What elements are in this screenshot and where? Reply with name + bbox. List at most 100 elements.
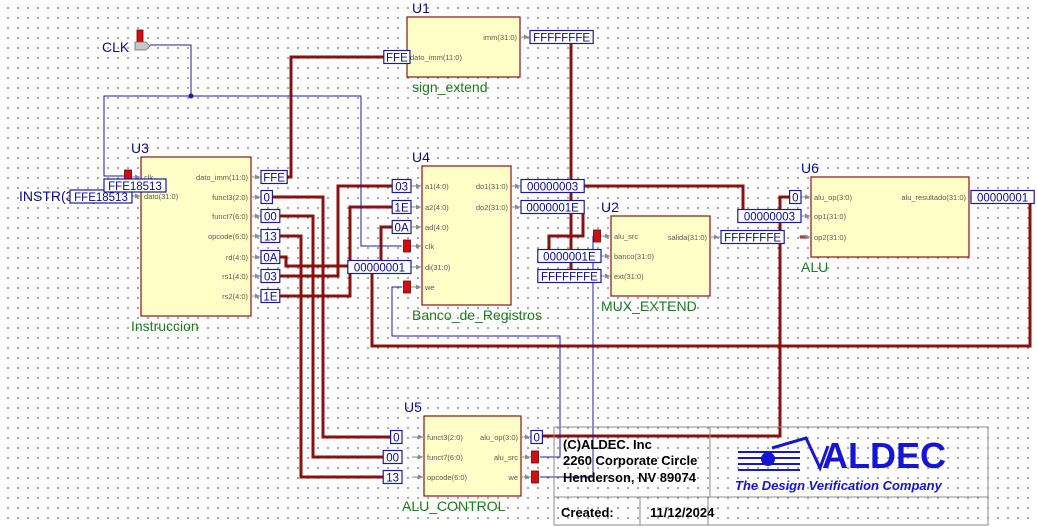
label-u3-out-6-text: 1E: [263, 292, 277, 304]
label-u3-out-4-text: 0A: [263, 253, 277, 265]
block-u4-body[interactable]: [421, 165, 512, 306]
bus-wires: [268, 35, 1032, 479]
label-u3-out-2-text: 00: [264, 212, 277, 224]
label-u5-in-0: 0: [390, 429, 403, 445]
label-u1-in-0-text: FFE: [386, 53, 408, 65]
created-date: 11/12/2024: [650, 505, 715, 520]
pin-u4-in-5: we: [424, 283, 435, 292]
clk-junction: [188, 93, 194, 99]
label-u1-out-0: FFFFFFFE: [529, 29, 594, 45]
wire-opcode: [276, 234, 387, 479]
created-label: Created:: [561, 505, 614, 520]
pin-u6-in-1: op1(31:0): [814, 212, 847, 221]
block-u1-instance: U1: [412, 0, 430, 16]
pin-u2-in-2: ext(31:0): [614, 272, 644, 281]
label-u4-in-4: 00000001: [347, 259, 412, 275]
pin-u4-in-3: clk: [425, 242, 434, 251]
label-u5-in-2: 13: [382, 469, 403, 485]
wire-alu-src: [540, 236, 594, 478]
pin-u3-in-1: dato(31:0): [144, 192, 179, 201]
signal-wires: [103, 44, 594, 478]
pin-u4-in-0: a1(4:0): [425, 182, 449, 191]
pin-u4-out-1: do2(31:0): [476, 203, 509, 212]
label-u3-out-3-text: 13: [264, 232, 277, 244]
instr-display-value-text: FFE18513: [108, 181, 162, 193]
wire-rd: [276, 225, 397, 268]
label-u4-in-1: 1E: [391, 199, 412, 215]
block-u2-name: MUX_EXTEND: [601, 298, 697, 314]
block-u3-instance: U3: [131, 140, 149, 156]
block-u6-body[interactable]: [810, 176, 970, 258]
pin-u5-in-1: funct7(6:0): [427, 453, 463, 462]
block-u2[interactable]: U2MUX_EXTENDalu_srcbanco(31:0)ext(31:0)s…: [599, 199, 720, 314]
pin-u3-out-6: rs2(4:0): [222, 292, 248, 301]
pin-u3-out-0: dato_imm(11:0): [196, 173, 248, 182]
wire-dato-imm: [286, 55, 388, 179]
block-u4-name: Banco_de_Registros: [412, 307, 542, 323]
title-block: (C)ALDEC. Inc 2260 Corporate Circle Hend…: [553, 426, 989, 526]
label-u2-in-1-text: 0000001E: [543, 252, 596, 264]
pin-u3-out-4: rd(4:0): [226, 253, 249, 262]
label-u4-in-2-text: 0A: [395, 223, 409, 235]
block-u1-body[interactable]: [406, 16, 521, 78]
label-u1-in-0: FFE: [383, 49, 411, 65]
wire-imm: [569, 35, 592, 186]
label-u3-out-0: FFE: [260, 169, 288, 185]
pin-u6-in-2: op2(31:0): [814, 233, 847, 242]
label-u2-out-0: FFFFFFFE: [720, 229, 785, 245]
wire-alu-op: [541, 195, 792, 438]
pin-u4-in-4: di(31:0): [425, 263, 451, 272]
pin-u2-out-0: salida(31:0): [668, 233, 708, 242]
block-u6[interactable]: U6ALUalu_op(3:0)op1(31:0)op2(31:0)alu_re…: [799, 160, 979, 275]
block-u5-body[interactable]: [423, 415, 522, 497]
block-u6-instance: U6: [801, 160, 819, 176]
block-u5[interactable]: U5ALU_CONTROLfunct3(2:0)funct7(6:0)opcod…: [402, 399, 531, 514]
instr-display-value[interactable]: FFE18513: [103, 178, 167, 193]
label-u3-out-3: 13: [260, 228, 281, 244]
aldec-logo-text: ALDEC: [822, 435, 946, 476]
block-u3[interactable]: U3Instruccionclkdato(31:0)dato_imm(11:0)…: [129, 140, 261, 334]
title-block-frame: [553, 426, 989, 526]
pin-u3-out-1: funct3(2:0): [212, 193, 248, 202]
block-u6-name: ALU: [801, 259, 828, 275]
block-u5-instance: U5: [404, 399, 422, 415]
label-u5-out-0: 0: [530, 429, 543, 445]
wire-we: [391, 286, 561, 458]
pin-u5-out-0: alu_op(3:0): [480, 433, 518, 442]
pin-u5-in-0: funct3(2:0): [427, 433, 463, 442]
blocks-layer: U1sign_extenddato_imm(11:0)imm(31:0)FFEF…: [124, 0, 1035, 514]
label-u6-in-1-text: 00000003: [744, 212, 795, 224]
company-line2: 2260 Corporate Circle: [563, 453, 697, 468]
instr-shadow-value: FFE18513: [69, 189, 133, 204]
port-u4-we: [403, 280, 411, 294]
block-u4[interactable]: U4Banco_de_Registrosa1(4:0)a2(4:0)ad(4:0…: [410, 149, 542, 323]
aldec-tagline: The Design Verification Company: [735, 478, 943, 493]
label-u6-out-0: 00000001: [970, 189, 1035, 205]
aldec-logo-icon: [738, 436, 830, 472]
clk-input-port-icon[interactable]: [134, 41, 151, 51]
pin-u3-out-3: opcode(6:0): [208, 232, 249, 241]
clk-stimulus-marker[interactable]: [136, 29, 144, 43]
label-u4-out-1-text: 0000001E: [526, 203, 579, 215]
label-u4-in-4-text: 00000001: [354, 263, 405, 275]
label-u2-in-2: FFFFFFFE: [537, 268, 602, 284]
clk-input-label: CLK: [102, 39, 130, 55]
pin-u4-out-0: do1(31:0): [476, 182, 509, 191]
wire-rs1: [276, 184, 397, 278]
block-u5-name: ALU_CONTROL: [402, 498, 506, 514]
label-u4-in-1-text: 1E: [395, 203, 409, 215]
label-u5-out-0-text: 0: [533, 433, 539, 445]
block-u4-instance: U4: [412, 149, 430, 165]
block-u3-name: Instruccion: [131, 318, 199, 334]
label-u4-out-1: 0000001E: [520, 199, 585, 215]
wire-funct3: [268, 195, 395, 439]
pin-u3-out-2: funct7(6:0): [212, 212, 248, 221]
label-u3-out-5-text: 03: [264, 272, 277, 284]
label-u5-in-2-text: 13: [386, 473, 399, 485]
pin-u6-out-0: alu_resultado(31:0): [901, 193, 966, 202]
pin-u3-out-5: rs1(4:0): [222, 272, 248, 281]
label-u3-out-2: 00: [260, 208, 281, 224]
label-u3-out-5: 03: [260, 268, 281, 284]
